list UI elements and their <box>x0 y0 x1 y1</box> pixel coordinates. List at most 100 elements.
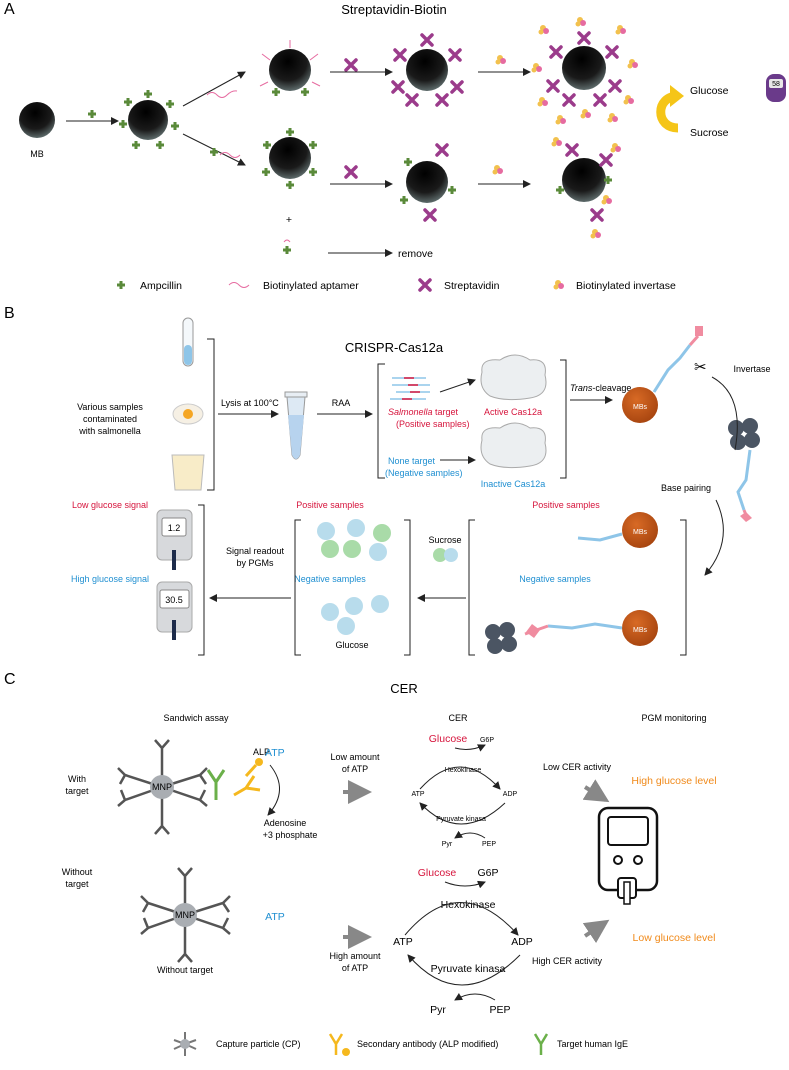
without-target-label-1: Without <box>62 867 93 877</box>
raa-label: RAA <box>332 398 351 408</box>
trans-cleavage-label: Trans-cleavage <box>570 383 631 393</box>
magnetic-bead <box>406 161 448 203</box>
aptamer-icon <box>206 90 238 98</box>
high-atp-label-2: of ATP <box>342 963 368 973</box>
magnetic-bead <box>406 49 448 91</box>
low-glucose-label: Low glucose level <box>633 932 716 944</box>
sucrose-label: Sucrose <box>428 535 461 545</box>
sucrose-label: Sucrose <box>690 127 729 139</box>
capture-particle: MNP <box>117 739 208 835</box>
svg-text:PEP: PEP <box>489 1004 510 1016</box>
with-target-label-2: target <box>65 786 89 796</box>
panel-a-legend: Ampcillin Biotinylated aptamer Streptavi… <box>117 278 676 292</box>
without-target-caption: Without target <box>157 965 214 975</box>
panel-c: C CER Sandwich assay CER PGM monitoring … <box>4 671 717 1056</box>
panel-b: B CRISPR-Cas12a Various samples contamin… <box>4 305 771 656</box>
mbs-bead <box>622 387 658 423</box>
streptavidin-icon <box>344 165 358 179</box>
samples-label-3: with salmonella <box>78 426 141 436</box>
plus-sign: + <box>286 214 292 226</box>
active-cas12a-icon <box>480 354 547 401</box>
mb-label: MB <box>30 149 44 159</box>
low-atp-label-1: Low amount <box>330 752 380 762</box>
panel-b-title: CRISPR-Cas12a <box>345 340 444 355</box>
glucometer-low: 1.2 <box>156 509 193 570</box>
cer-header: CER <box>448 713 468 723</box>
legend-ampicillin: Ampcillin <box>140 280 182 292</box>
svg-text:Glucose: Glucose <box>418 867 457 879</box>
alp-icon <box>255 758 263 766</box>
svg-text:58: 58 <box>772 81 780 88</box>
inactive-cas12a-icon <box>480 422 547 469</box>
remove-label: remove <box>398 248 433 260</box>
cer-cycle-small: Glucose G6P Hexokinase ATP ADP Pyruvate … <box>411 733 517 848</box>
glucometer-icon: 58 <box>766 74 786 102</box>
glucose-label: Glucose <box>690 85 729 97</box>
invertase-icon <box>495 55 506 65</box>
high-atp-label-1: High amount <box>329 951 381 961</box>
without-target-label-2: target <box>65 879 89 889</box>
svg-text:MBs: MBs <box>633 529 648 536</box>
active-cas12a-label: Active Cas12a <box>484 407 542 417</box>
secondary-antibody-icon <box>233 763 261 797</box>
positive-samples-label: Positive samples <box>532 500 600 510</box>
positive-samples-label: (Positive samples) <box>396 419 470 429</box>
svg-text:Pyruvate kinasa: Pyruvate kinasa <box>436 816 486 823</box>
pgm-header: PGM monitoring <box>641 713 706 723</box>
panel-a-label: A <box>4 1 15 18</box>
glucose-label: Glucose <box>335 640 368 650</box>
panel-c-title: CER <box>390 681 417 696</box>
legend-target-ige: Target human IgE <box>557 1039 628 1049</box>
svg-text:ADP: ADP <box>503 791 518 798</box>
positive-samples-label: Positive samples <box>296 500 364 510</box>
panel-a-title: Streptavidin-Biotin <box>341 2 447 17</box>
magnetic-bead <box>562 46 606 90</box>
legend-capture-particle: Capture particle (CP) <box>216 1039 301 1049</box>
low-atp-label-2: of ATP <box>342 764 368 774</box>
atp-label: ATP <box>265 911 285 923</box>
arrow <box>182 71 246 107</box>
low-cer-label: Low CER activity <box>543 762 612 772</box>
negative-target-label: None target <box>388 456 436 466</box>
readout-label-2: by PGMs <box>236 558 274 568</box>
base-pairing-label: Base pairing <box>661 483 711 493</box>
panel-c-legend: Capture particle (CP) Secondary antibody… <box>173 1032 628 1056</box>
high-glucose-label: High glucose level <box>631 775 716 787</box>
svg-text:30.5: 30.5 <box>165 595 183 605</box>
svg-text:G6P: G6P <box>477 867 498 879</box>
pgm-device-icon <box>597 806 659 905</box>
magnetic-bead <box>269 49 311 91</box>
panel-b-label: B <box>4 305 15 322</box>
svg-text:Hexokinase: Hexokinase <box>441 899 496 911</box>
mbs-bead <box>622 512 658 548</box>
atp-label: ATP <box>265 747 285 759</box>
svg-text:Pyr: Pyr <box>430 1004 446 1016</box>
sandwich-header: Sandwich assay <box>163 713 229 723</box>
svg-text:G6P: G6P <box>480 737 494 744</box>
dna-strands-icon <box>390 377 430 400</box>
svg-text:ATP: ATP <box>393 936 413 948</box>
legend-secondary-antibody: Secondary antibody (ALP modified) <box>357 1039 498 1049</box>
negative-samples-label: (Negative samples) <box>385 468 463 478</box>
samples-label-1: Various samples <box>77 402 143 412</box>
adenosine-label-2: +3 phosphate <box>263 830 318 840</box>
high-cer-label: High CER activity <box>532 956 603 966</box>
magnetic-bead <box>269 137 311 179</box>
cer-cycle-large: Glucose G6P Hexokinase ATP ADP Pyruvate … <box>393 867 533 1016</box>
magnetic-bead <box>562 158 606 202</box>
with-target-label-1: With <box>68 774 86 784</box>
svg-text:PEP: PEP <box>482 841 496 848</box>
svg-text:1.2: 1.2 <box>168 523 181 533</box>
ampicillin-icon <box>88 110 96 118</box>
svg-text:Glucose: Glucose <box>429 733 468 745</box>
svg-text:Pyruvate kinasa: Pyruvate kinasa <box>431 963 506 975</box>
low-signal-label: Low glucose signal <box>72 500 148 510</box>
magnetic-bead <box>128 100 168 140</box>
negative-samples-label: Negative samples <box>294 574 366 584</box>
readout-label-1: Signal readout <box>226 546 285 556</box>
magnetic-bead <box>19 102 55 138</box>
capture-particle: MNP <box>140 867 231 963</box>
legend-aptamer: Biotinylated aptamer <box>263 280 359 292</box>
legend-streptavidin: Streptavidin <box>444 280 500 292</box>
